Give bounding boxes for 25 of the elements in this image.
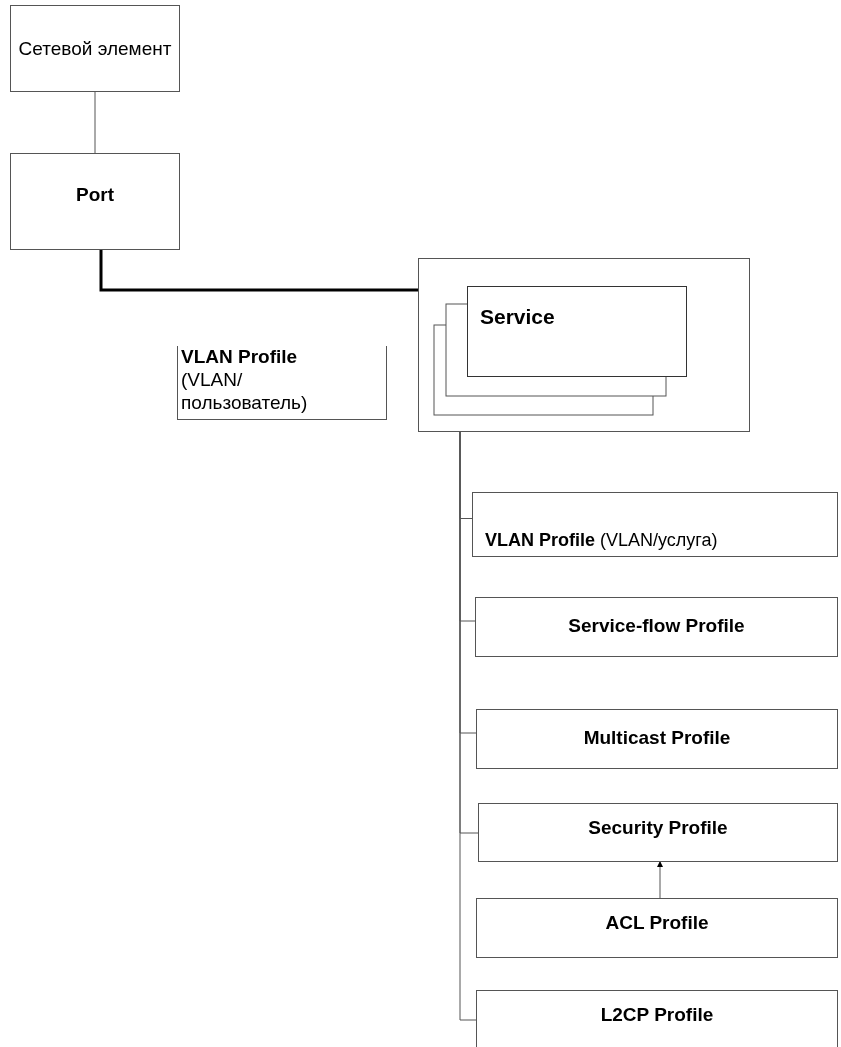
- process-box: [476, 990, 838, 1047]
- process-box: [476, 898, 838, 958]
- node-label: Сетевой элемент: [18, 36, 172, 61]
- node-label: VLAN Profile (VLAN/услуга): [485, 529, 718, 552]
- node-label: Service: [480, 305, 555, 328]
- arrow: [657, 861, 663, 899]
- node-label: VLAN Profile (VLAN/ пользователь): [181, 346, 309, 415]
- container-box: [418, 258, 750, 432]
- connector-line: [99, 250, 418, 292]
- process-box: [476, 709, 838, 769]
- node-label: ACL Profile: [605, 912, 709, 933]
- node-label: Multicast Profile: [583, 727, 731, 748]
- node-label: L2CP Profile: [600, 1004, 714, 1025]
- process-box: [478, 803, 838, 862]
- connector-line: [459, 431, 477, 1021]
- connector-line: [94, 91, 96, 154]
- process-box: [10, 5, 180, 92]
- process-box: [177, 346, 387, 420]
- process-box: [467, 286, 687, 377]
- process-box: [475, 597, 838, 657]
- node-label: Port: [76, 183, 114, 208]
- process-box: [472, 492, 838, 557]
- process-box: [10, 153, 180, 250]
- node-label: Service-flow Profile: [568, 615, 745, 636]
- node-label: Security Profile: [588, 817, 728, 838]
